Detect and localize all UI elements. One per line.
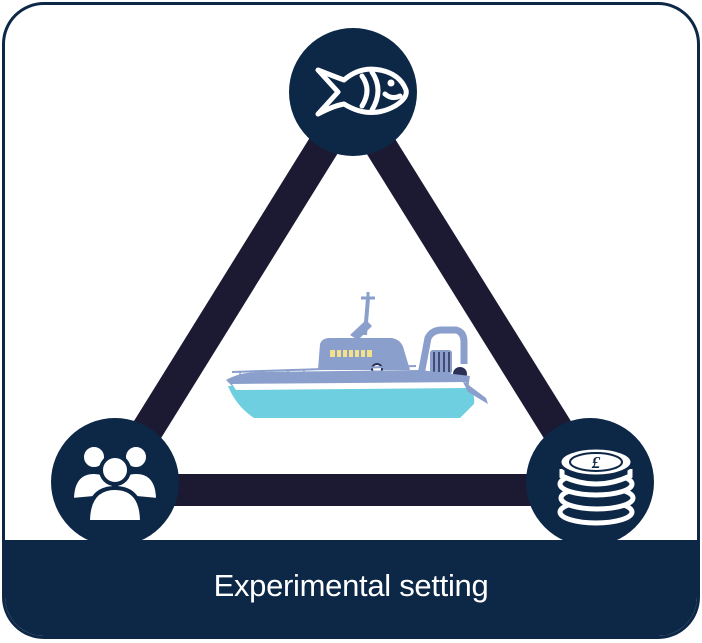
fishing-boat-icon [226,292,488,418]
edge-fish-people [101,91,366,491]
fish-icon [315,66,409,117]
people-group-icon [69,443,161,524]
edge-fish-money [338,91,604,491]
triangle-edges [101,91,604,506]
pound-symbol: £ [591,453,601,472]
fish-node [289,28,417,156]
money-node: £ [526,418,654,546]
caption-label: Experimental setting [213,568,489,603]
caption-bar: Experimental setting [5,540,697,636]
people-node [51,418,179,546]
pound-coins-icon: £ [557,446,636,526]
